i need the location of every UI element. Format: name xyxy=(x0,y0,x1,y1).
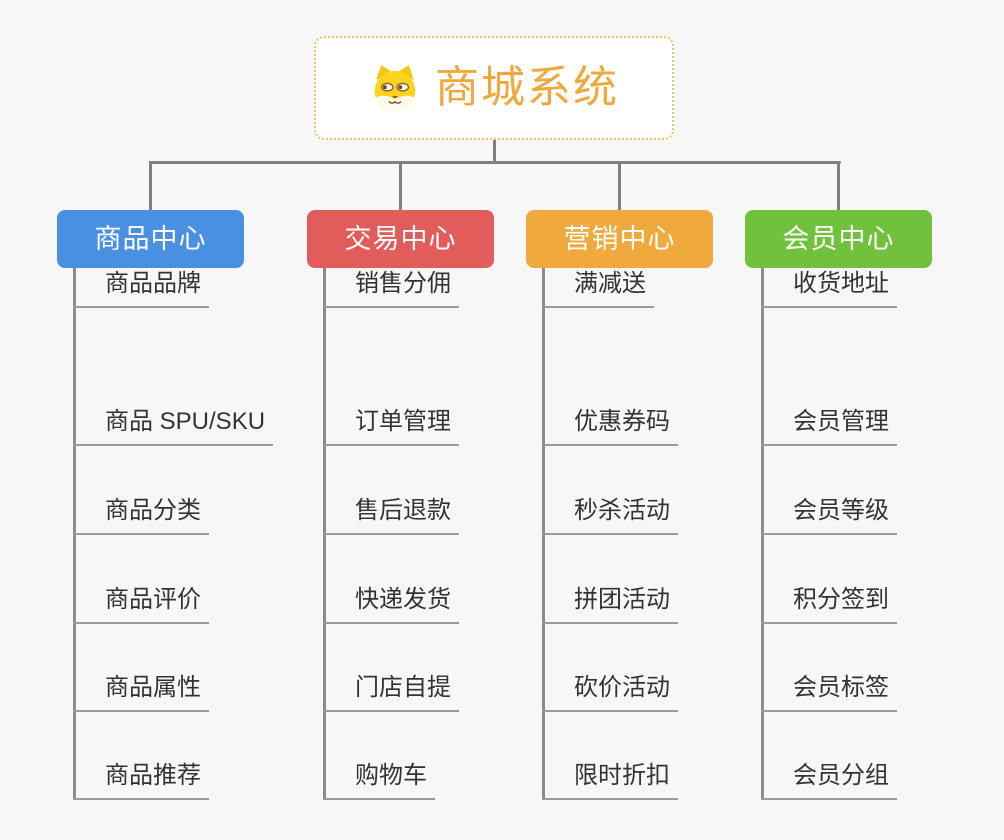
topic-node[interactable]: 快递发货 xyxy=(323,584,459,624)
topic-node[interactable]: 积分签到 xyxy=(761,584,897,624)
branch-column-members: 会员管理 会员等级 积分签到 会员标签 会员分组 收货地址 xyxy=(761,268,991,800)
branch-header-trade[interactable]: 交易中心 xyxy=(307,210,494,268)
topic-node[interactable]: 会员标签 xyxy=(761,672,897,712)
branch-header-members[interactable]: 会员中心 xyxy=(745,210,932,268)
topic-node[interactable]: 商品 SPU/SKU xyxy=(73,406,274,446)
topic-node[interactable]: 商品属性 xyxy=(73,672,209,712)
topic-node[interactable]: 销售分佣 xyxy=(323,268,459,308)
connector-root-stub xyxy=(493,140,496,164)
branch-column-marketing: 优惠券码 秒杀活动 拼团活动 砍价活动 限时折扣 满减送 xyxy=(542,268,772,800)
topic-node[interactable]: 会员分组 xyxy=(761,760,897,800)
connector-drop-products xyxy=(149,161,152,210)
branch-column-trade: 订单管理 售后退款 快递发货 门店自提 购物车 销售分佣 xyxy=(323,268,553,800)
topic-node[interactable]: 满减送 xyxy=(542,268,654,308)
topic-node[interactable]: 商品品牌 xyxy=(73,268,209,308)
topic-node[interactable]: 订单管理 xyxy=(323,406,459,446)
topic-node[interactable]: 商品推荐 xyxy=(73,760,209,800)
root-topic-title: 商城系统 xyxy=(435,63,619,112)
connector-drop-members xyxy=(837,161,840,210)
connector-drop-trade xyxy=(399,161,402,210)
topic-node[interactable]: 商品评价 xyxy=(73,584,209,624)
topic-node[interactable]: 门店自提 xyxy=(323,672,459,712)
topic-node[interactable]: 限时折扣 xyxy=(542,760,678,800)
topic-node[interactable]: 优惠券码 xyxy=(542,406,678,446)
root-topic[interactable]: 商城系统 xyxy=(314,36,674,140)
branch-header-marketing[interactable]: 营销中心 xyxy=(526,210,713,268)
topic-node[interactable]: 砍价活动 xyxy=(542,672,678,712)
topic-node[interactable]: 会员等级 xyxy=(761,495,897,535)
branch-header-products[interactable]: 商品中心 xyxy=(57,210,244,268)
topic-node[interactable]: 商品分类 xyxy=(73,495,209,535)
connector-bus-line xyxy=(149,161,841,164)
topic-node[interactable]: 购物车 xyxy=(323,760,435,800)
topic-node[interactable]: 售后退款 xyxy=(323,495,459,535)
branch-column-products: 商品 SPU/SKU 商品分类 商品评价 商品属性 商品推荐 商品品牌 xyxy=(73,268,303,800)
topic-node[interactable]: 秒杀活动 xyxy=(542,495,678,535)
topic-node[interactable]: 收货地址 xyxy=(761,268,897,308)
dog-face-icon xyxy=(369,62,421,114)
topic-node[interactable]: 拼团活动 xyxy=(542,584,678,624)
topic-node[interactable]: 会员管理 xyxy=(761,406,897,446)
connector-drop-marketing xyxy=(618,161,621,210)
